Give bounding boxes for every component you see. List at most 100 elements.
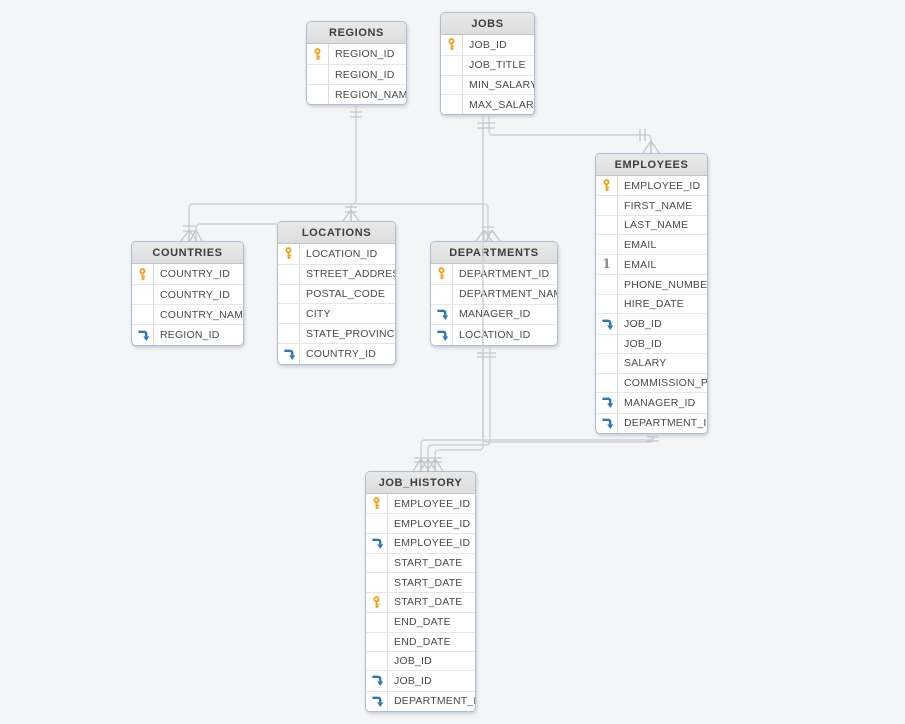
column-row: DEPARTMENT_ID xyxy=(596,413,708,433)
no-icon xyxy=(307,85,329,104)
no-icon xyxy=(366,632,388,651)
column-label: COUNTRY_ID xyxy=(160,288,231,301)
unique-one-icon: 1 xyxy=(601,257,612,273)
column-label: END_DATE xyxy=(394,635,451,648)
column-label: JOB_ID xyxy=(394,674,432,687)
column-row: JOB_ID xyxy=(596,314,707,335)
column-label: JOB_ID xyxy=(394,655,432,668)
table-title-regions[interactable]: REGIONS xyxy=(307,22,406,44)
tick-departments-top xyxy=(482,226,494,233)
foreign-key-icon xyxy=(366,691,388,711)
tick-employees-bottom xyxy=(647,436,659,442)
column-row: EMPLOYEE_ID xyxy=(366,514,475,534)
table-title-jobs[interactable]: JOBS xyxy=(441,13,534,35)
column-label: LOCATION_ID xyxy=(459,329,531,342)
column-label: EMPLOYEE_ID xyxy=(394,537,471,550)
foreign-key-icon xyxy=(278,344,300,364)
column-row: COMMISSION_PCT xyxy=(596,373,708,394)
primary-key-icon xyxy=(307,44,329,64)
no-icon xyxy=(441,55,463,75)
column-label: MANAGER_ID xyxy=(459,308,531,321)
column-label: END_DATE xyxy=(394,616,451,629)
column-label: DEPARTMENT_ID xyxy=(459,267,550,280)
table-title-locations[interactable]: LOCATIONS xyxy=(278,222,395,244)
no-icon xyxy=(596,373,618,393)
column-row: DEPARTMENT_ID xyxy=(366,691,476,711)
no-icon xyxy=(596,275,618,294)
column-label: START_DATE xyxy=(394,596,463,609)
column-row: COUNTRY_NAME xyxy=(132,305,243,325)
no-icon xyxy=(278,264,300,284)
column-row: COUNTRY_ID xyxy=(132,285,243,305)
column-label: START_DATE xyxy=(394,557,463,570)
no-icon xyxy=(366,554,388,573)
primary-key-icon xyxy=(596,176,618,196)
column-row: EMPLOYEE_ID xyxy=(596,176,707,197)
table-title-countries[interactable]: COUNTRIES xyxy=(132,242,243,264)
column-row: SALARY xyxy=(596,354,707,374)
column-row: EMAIL xyxy=(596,235,707,255)
no-icon xyxy=(132,305,154,324)
column-label: MIN_SALARY xyxy=(469,78,535,91)
tick-departments-bottom xyxy=(477,352,496,358)
column-label: DEPARTMENT_ID xyxy=(394,695,476,708)
column-label: POSTAL_CODE xyxy=(306,288,386,301)
table-job_history[interactable]: JOB_HISTORY EMPLOYEE_ID EMPLOYEE_ID EMPLOYE… xyxy=(365,471,476,712)
table-departments[interactable]: DEPARTMENTS DEPARTMENT_ID DEPARTMENT_NAME M… xyxy=(430,241,558,346)
column-row: DEPARTMENT_ID xyxy=(431,264,557,285)
column-label: REGION_ID xyxy=(160,329,220,341)
no-icon xyxy=(596,215,618,235)
column-label: EMPLOYEE_ID xyxy=(394,497,471,510)
column-label: DEPARTMENT_ID xyxy=(624,417,708,430)
column-label: CITY xyxy=(306,307,331,320)
column-label: EMAIL xyxy=(624,258,657,271)
column-label: DEPARTMENT_NAME xyxy=(459,288,557,301)
column-row: REGION_NAME xyxy=(307,85,406,104)
foreign-key-icon xyxy=(596,314,618,334)
column-row: EMPLOYEE_ID xyxy=(366,494,475,515)
table-title-job_history[interactable]: JOB_HISTORY xyxy=(366,472,475,494)
column-label: FIRST_NAME xyxy=(624,199,693,212)
primary-key-icon xyxy=(441,35,463,55)
table-title-departments[interactable]: DEPARTMENTS xyxy=(431,242,557,264)
column-label: EMPLOYEE_ID xyxy=(394,517,471,530)
column-row: MANAGER_ID xyxy=(431,304,557,326)
column-row: LOCATION_ID xyxy=(431,325,557,345)
column-row: FIRST_NAME xyxy=(596,196,707,216)
primary-key-icon xyxy=(278,244,300,264)
tick-employees-top xyxy=(639,129,646,141)
column-label: STATE_PROVINCE xyxy=(306,327,396,340)
no-icon xyxy=(596,354,618,373)
crowfoot-employees-top xyxy=(642,140,660,154)
tick-jobhistory-top xyxy=(414,457,442,463)
column-row: COUNTRY_ID xyxy=(278,344,395,364)
column-row: END_DATE xyxy=(366,632,475,652)
column-label: COUNTRY_ID xyxy=(306,348,377,361)
tick-locations-top xyxy=(345,206,357,213)
column-row: JOB_TITLE xyxy=(441,55,534,76)
no-icon xyxy=(132,285,154,304)
column-label: COUNTRY_ID xyxy=(160,268,231,280)
column-label: HIRE_DATE xyxy=(624,298,684,311)
column-label: JOB_ID xyxy=(624,337,662,350)
connector-lines xyxy=(188,105,654,471)
column-row: LOCATION_ID xyxy=(278,244,395,265)
table-locations[interactable]: LOCATIONSLOCATION_IDSTREET_ADDRESSPOSTAL… xyxy=(277,221,396,365)
no-icon xyxy=(431,284,453,304)
column-row: JOB_ID xyxy=(596,334,707,355)
table-title-employees[interactable]: EMPLOYEES xyxy=(596,154,707,176)
column-label: COMMISSION_PCT xyxy=(624,376,708,389)
no-icon xyxy=(278,284,300,304)
table-countries[interactable]: COUNTRIES COUNTRY_ID COUNTRY_ID COUNTRY_NAM… xyxy=(131,241,244,346)
no-icon xyxy=(278,304,300,324)
no-icon xyxy=(366,613,388,632)
no-icon xyxy=(596,334,618,354)
primary-key-icon xyxy=(431,264,453,284)
no-icon xyxy=(441,75,463,95)
foreign-key-icon xyxy=(596,413,618,433)
column-label: MAX_SALARY xyxy=(469,98,535,111)
column-label: LOCATION_ID xyxy=(306,247,378,260)
